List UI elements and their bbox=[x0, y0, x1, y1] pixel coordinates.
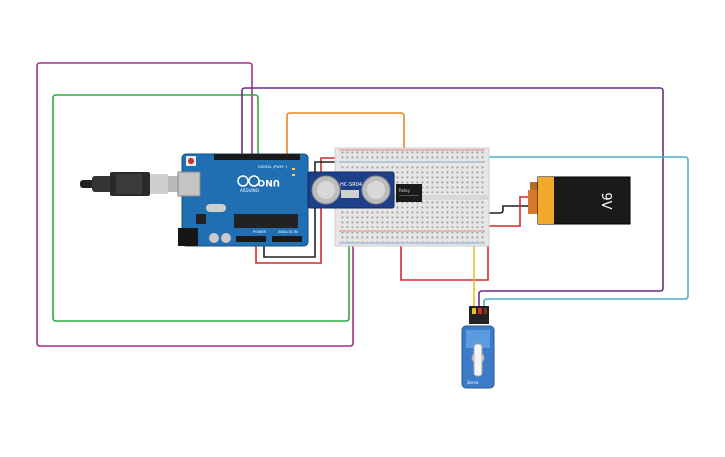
reset-button-cap bbox=[188, 158, 194, 164]
wire-battery-black[interactable] bbox=[418, 205, 528, 214]
wire-cyan[interactable] bbox=[440, 156, 689, 308]
power-rail-top bbox=[339, 151, 485, 161]
led bbox=[292, 174, 295, 176]
usb-cable[interactable] bbox=[80, 172, 182, 196]
servo-pin bbox=[478, 308, 482, 314]
analog-header bbox=[272, 236, 302, 242]
wire-magenta[interactable] bbox=[36, 62, 354, 347]
capacitor bbox=[209, 233, 219, 243]
sensor-mesh bbox=[317, 181, 335, 199]
power-rail-bottom bbox=[339, 232, 485, 242]
battery-label: 9V bbox=[598, 192, 613, 209]
wire-purple[interactable] bbox=[241, 87, 664, 308]
arduino-logo-icon bbox=[237, 175, 260, 187]
servo-pin bbox=[484, 308, 487, 314]
relay-label: Relay bbox=[399, 188, 411, 193]
wire-orange[interactable] bbox=[286, 112, 405, 186]
arduino-brand: ARDUINO bbox=[240, 188, 259, 193]
digital-header-label: DIGITAL (PWM~) bbox=[258, 165, 288, 169]
atmega-chip bbox=[234, 214, 298, 228]
capacitor bbox=[221, 233, 231, 243]
battery-stripe bbox=[538, 177, 554, 224]
battery-9v[interactable]: 9V bbox=[528, 176, 631, 225]
power-header bbox=[236, 236, 266, 242]
wire-battery-red[interactable] bbox=[488, 196, 528, 227]
small-ic bbox=[196, 214, 206, 224]
battery-terminals bbox=[528, 190, 540, 214]
sensor-label: HC-SR04 bbox=[340, 182, 362, 188]
servo-label: Servo bbox=[467, 380, 479, 385]
power-header-label: POWER bbox=[253, 230, 267, 234]
wire-red-2[interactable] bbox=[255, 157, 345, 264]
servo-pin bbox=[472, 308, 476, 314]
ultrasonic-sensor[interactable]: HC-SR04 bbox=[307, 171, 395, 209]
power-jack bbox=[178, 228, 198, 246]
relay[interactable]: Relay bbox=[396, 184, 422, 202]
crystal bbox=[206, 204, 226, 212]
relay-print bbox=[399, 195, 419, 196]
sensor-mesh bbox=[367, 181, 385, 199]
usb-port bbox=[177, 171, 201, 197]
servo-arm bbox=[473, 343, 483, 377]
servo-horn-base bbox=[466, 330, 490, 348]
analog-header-label: ANALOG IN bbox=[278, 230, 298, 234]
digital-header bbox=[214, 154, 300, 160]
led bbox=[292, 168, 295, 170]
arduino-model: UNO bbox=[257, 177, 280, 187]
wire-black[interactable] bbox=[263, 161, 339, 258]
sensor-crystal bbox=[341, 190, 359, 198]
servo-motor[interactable]: Servo bbox=[461, 306, 495, 389]
wire-green[interactable] bbox=[52, 94, 350, 322]
arduino-uno[interactable]: ARDUINO UNO DIGITAL (PWM~) POWER ANALOG … bbox=[177, 153, 309, 247]
